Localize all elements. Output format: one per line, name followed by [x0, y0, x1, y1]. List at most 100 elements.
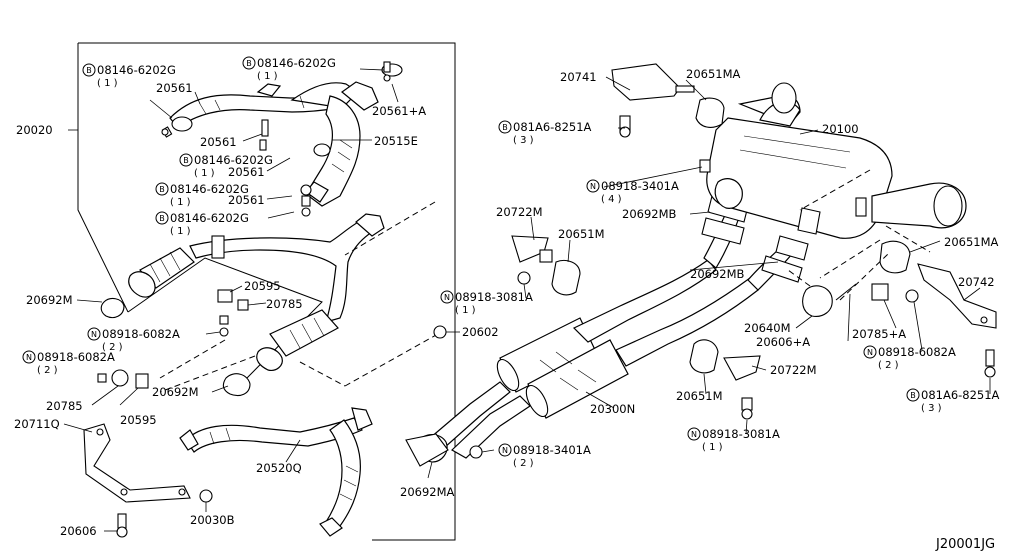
label-20561-a: 20561: [156, 81, 193, 95]
callout-n3-part: 08918-3401A: [601, 179, 679, 193]
callout-b4: B 08146-6202G ( 1 ): [155, 182, 249, 208]
callout-b7: B 081A6-8251A ( 3 ): [906, 388, 1000, 414]
callout-n1: N 08918-6082A ( 2 ): [87, 327, 180, 353]
callout-b7-qty: ( 3 ): [921, 403, 942, 414]
callout-n7-qty: ( 2 ): [513, 458, 534, 469]
callout-b3-qty: ( 1 ): [194, 168, 215, 179]
callout-b2-qty: ( 1 ): [257, 71, 278, 82]
callout-n6-part: 08918-3081A: [702, 427, 780, 441]
callout-n3-qty: ( 4 ): [601, 194, 622, 205]
label-20741: 20741: [560, 70, 597, 84]
callout-b6-part: 081A6-8251A: [513, 120, 592, 134]
fastener-callouts: B 08146-6202G ( 1 ) B 08146-6202G ( 1 ) …: [22, 56, 1000, 469]
label-20602: 20602: [462, 325, 499, 339]
center-pipe-assembly: [405, 203, 793, 467]
label-20651m-a: 20651M: [558, 227, 605, 241]
callout-b2-part: 08146-6202G: [257, 56, 336, 70]
label-20606-plus-a: 20606+A: [756, 335, 810, 349]
label-20515e: 20515E: [374, 134, 418, 148]
upper-front-tube: [169, 81, 379, 207]
callout-b7-part: 081A6-8251A: [921, 388, 1000, 402]
callout-b3: B 08146-6202G ( 1 ): [179, 153, 273, 179]
callout-b2-symbol: B: [246, 59, 252, 68]
callout-n2-qty: ( 2 ): [37, 365, 58, 376]
callout-n3: N 08918-3401A ( 4 ): [586, 179, 679, 205]
label-20651ma-b: 20651MA: [944, 235, 999, 249]
clamp-parts-upper: [161, 61, 403, 217]
assembly-dash-lines-left: [159, 201, 446, 393]
callout-n6-symbol: N: [691, 430, 697, 439]
callout-n6: N 08918-3081A ( 1 ): [687, 427, 780, 453]
label-20692mb-b: 20692MB: [690, 267, 745, 281]
callout-n5-qty: ( 2 ): [878, 360, 899, 371]
label-20595-b: 20595: [120, 413, 157, 427]
callout-n5-part: 08918-6082A: [878, 345, 956, 359]
label-20606: 20606: [60, 524, 97, 538]
rear-muffler: [706, 82, 967, 239]
callout-b1-part: 08146-6202G: [97, 63, 176, 77]
label-20100: 20100: [822, 122, 859, 136]
callout-b2: B 08146-6202G ( 1 ): [242, 56, 336, 82]
callout-n7: N 08918-3401A ( 2 ): [498, 443, 591, 469]
label-20561-plus-a: 20561+A: [372, 104, 426, 118]
diagram-code: J20001JG: [935, 537, 995, 552]
label-20742: 20742: [958, 275, 995, 289]
callout-b5-symbol: B: [159, 214, 165, 223]
label-20651m-b: 20651M: [676, 389, 723, 403]
label-20722m-b: 20722M: [770, 363, 817, 377]
rear-hangers: [433, 63, 997, 459]
callout-b1-symbol: B: [86, 66, 92, 75]
callout-b5-qty: ( 1 ): [170, 226, 191, 237]
callout-b4-part: 08146-6202G: [170, 182, 249, 196]
callout-b5: B 08146-6202G ( 1 ): [155, 211, 249, 237]
callout-n5-symbol: N: [867, 348, 873, 357]
callout-n1-symbol: N: [91, 330, 97, 339]
label-20692ma: 20692MA: [400, 485, 455, 499]
label-20020: 20020: [16, 123, 53, 137]
callout-b5-part: 08146-6202G: [170, 211, 249, 225]
sensor-parts: [97, 289, 251, 397]
callout-b3-part: 08146-6202G: [194, 153, 273, 167]
label-20595-a: 20595: [244, 279, 281, 293]
label-20711q: 20711Q: [14, 417, 60, 431]
label-20561-c: 20561: [228, 165, 265, 179]
label-20722m-a: 20722M: [496, 205, 543, 219]
callout-b1-qty: ( 1 ): [97, 78, 118, 89]
callout-n4-qty: ( 1 ): [455, 305, 476, 316]
callout-n1-part: 08918-6082A: [102, 327, 180, 341]
label-20692m-a: 20692M: [26, 293, 73, 307]
label-20785-b: 20785: [46, 399, 83, 413]
label-20785-plus-a: 20785+A: [852, 327, 906, 341]
callout-b6-qty: ( 3 ): [513, 135, 534, 146]
label-20785-a: 20785: [266, 297, 303, 311]
callout-n5: N 08918-6082A ( 2 ): [863, 345, 956, 371]
callout-n2: N 08918-6082A ( 2 ): [22, 350, 115, 376]
callout-n3-symbol: N: [590, 182, 596, 191]
callout-n4-part: 08918-3081A: [455, 290, 533, 304]
callout-n6-qty: ( 1 ): [702, 442, 723, 453]
callout-b3-symbol: B: [183, 156, 189, 165]
callout-n2-part: 08918-6082A: [37, 350, 115, 364]
callout-b7-symbol: B: [910, 391, 916, 400]
y-pipe-front: [128, 213, 385, 371]
callout-n4-symbol: N: [444, 293, 450, 302]
callout-n7-symbol: N: [502, 446, 508, 455]
callout-b6: B 081A6-8251A ( 3 ): [498, 120, 592, 146]
label-20300n: 20300N: [590, 402, 635, 416]
label-20692mb-a: 20692MB: [622, 207, 677, 221]
callout-n7-part: 08918-3401A: [513, 443, 591, 457]
callout-b4-qty: ( 1 ): [170, 197, 191, 208]
callout-b6-symbol: B: [502, 123, 508, 132]
label-20520q: 20520Q: [256, 461, 302, 475]
label-20692m-b: 20692M: [152, 385, 199, 399]
label-20651ma-a: 20651MA: [686, 67, 741, 81]
part-labels: 20020 20561 20561 20561 20561 20561+A 20…: [14, 67, 999, 552]
callout-n1-qty: ( 2 ): [102, 342, 123, 353]
label-20640m: 20640M: [744, 321, 791, 335]
callout-b1: B 08146-6202G ( 1 ): [82, 63, 176, 89]
callout-b4-symbol: B: [159, 185, 165, 194]
callout-n2-symbol: N: [26, 353, 32, 362]
label-20561-d: 20561: [228, 193, 265, 207]
lower-front-tube: [179, 407, 373, 537]
